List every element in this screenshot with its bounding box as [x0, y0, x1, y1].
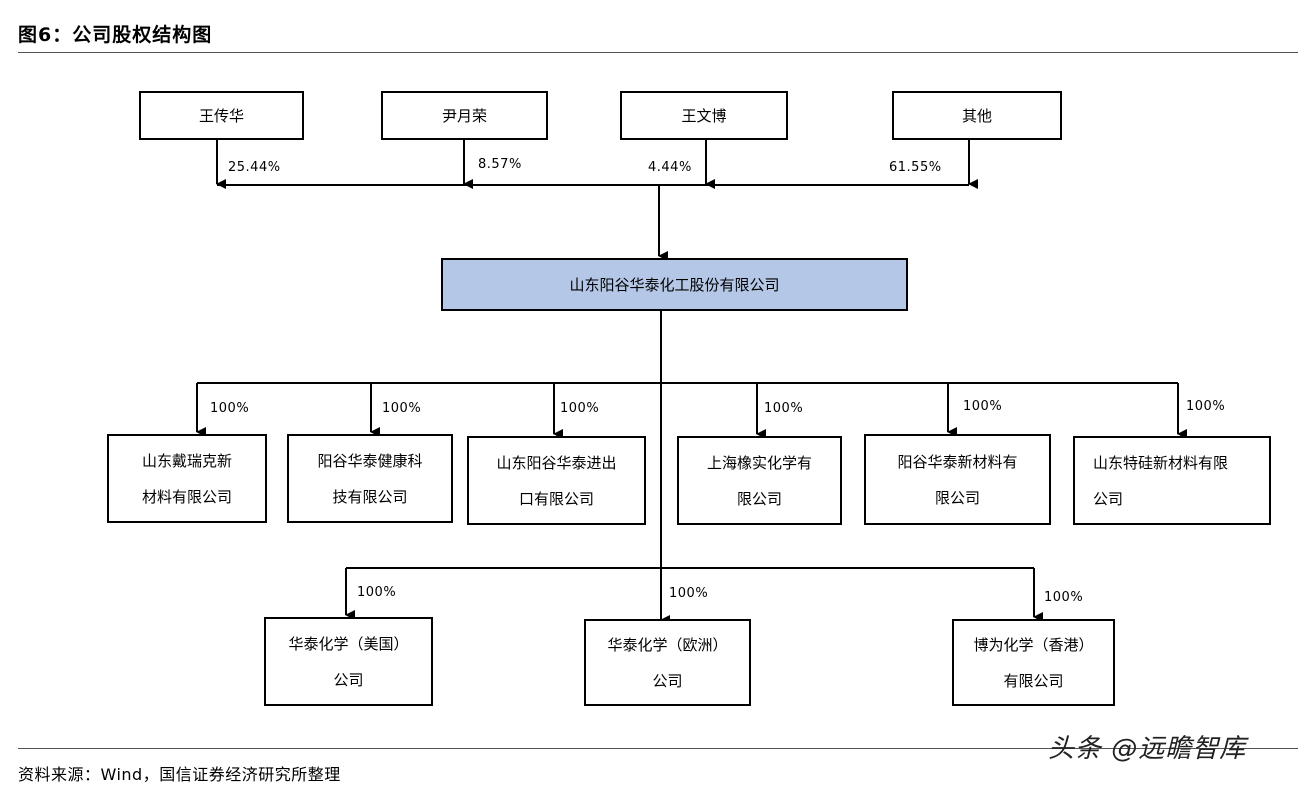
shareholder-box-4: 其他: [892, 91, 1062, 140]
watermark: 头条 @远瞻智库: [1048, 734, 1247, 764]
company-box: 山东阳谷华泰化工股份有限公司: [441, 258, 908, 311]
pct-sub-6: 100%: [1186, 399, 1226, 414]
subsidiary2-1-line1: 华泰化学（美国）: [288, 634, 409, 653]
subsidiary-1-line2: 材料有限公司: [141, 487, 232, 506]
pct-sub2-2: 100%: [669, 586, 709, 601]
subsidiary-1-line1: 山东戴瑞克新: [141, 451, 232, 470]
pct-sub-1: 100%: [210, 401, 250, 416]
pct-shareholder-4: 61.55%: [889, 160, 942, 175]
pct-sub-3: 100%: [560, 401, 600, 416]
subsidiary2-3-line1: 博为化学（香港）: [973, 635, 1094, 654]
subsidiary2-box-3: 博为化学（香港） 有限公司: [952, 619, 1115, 706]
subsidiary-3-line1: 山东阳谷华泰进出: [496, 453, 617, 472]
subsidiary-box-5: 阳谷华泰新材料有 限公司: [864, 434, 1051, 525]
pct-shareholder-3: 4.44%: [648, 160, 692, 175]
subsidiary2-3-line2: 有限公司: [1003, 671, 1064, 690]
subsidiary-box-6: 山东特硅新材料有限 公司: [1073, 436, 1271, 525]
subsidiary-6-line1: 山东特硅新材料有限: [1093, 453, 1229, 472]
shareholder-box-2: 尹月荣: [381, 91, 548, 140]
subsidiary-5-line1: 阳谷华泰新材料有: [897, 452, 1018, 471]
pct-shareholder-1: 25.44%: [228, 160, 281, 175]
top-rule: [18, 52, 1298, 53]
figure-title: 图6：公司股权结构图: [18, 24, 213, 46]
pct-sub2-3: 100%: [1044, 590, 1084, 605]
pct-sub-5: 100%: [963, 399, 1003, 414]
subsidiary-3-line2: 口有限公司: [518, 489, 594, 508]
subsidiary-5-line2: 限公司: [934, 488, 980, 507]
subsidiary-4-line2: 限公司: [736, 489, 782, 508]
subsidiary-box-2: 阳谷华泰健康科 技有限公司: [287, 434, 453, 523]
bottom-rule: [18, 748, 1298, 749]
subsidiary-6-line2: 公司: [1093, 489, 1124, 508]
pct-shareholder-2: 8.57%: [478, 157, 522, 172]
pct-sub2-1: 100%: [357, 585, 397, 600]
subsidiary2-2-line1: 华泰化学（欧洲）: [607, 635, 728, 654]
subsidiary2-1-line2: 公司: [333, 670, 364, 689]
subsidiary2-2-line2: 公司: [652, 671, 683, 690]
subsidiary-2-line2: 技有限公司: [332, 487, 408, 506]
subsidiary-4-line1: 上海橡实化学有: [706, 453, 812, 472]
source-note: 资料来源：Wind，国信证券经济研究所整理: [18, 765, 341, 784]
subsidiary-box-3: 山东阳谷华泰进出 口有限公司: [467, 436, 646, 525]
pct-sub-4: 100%: [764, 401, 804, 416]
subsidiary2-box-2: 华泰化学（欧洲） 公司: [584, 619, 751, 706]
shareholder-box-3: 王文博: [620, 91, 788, 140]
pct-sub-2: 100%: [382, 401, 422, 416]
subsidiary-box-1: 山东戴瑞克新 材料有限公司: [107, 434, 267, 523]
subsidiary2-box-1: 华泰化学（美国） 公司: [264, 617, 433, 706]
subsidiary-box-4: 上海橡实化学有 限公司: [677, 436, 842, 525]
shareholder-box-1: 王传华: [139, 91, 304, 140]
subsidiary-2-line1: 阳谷华泰健康科: [317, 451, 423, 470]
